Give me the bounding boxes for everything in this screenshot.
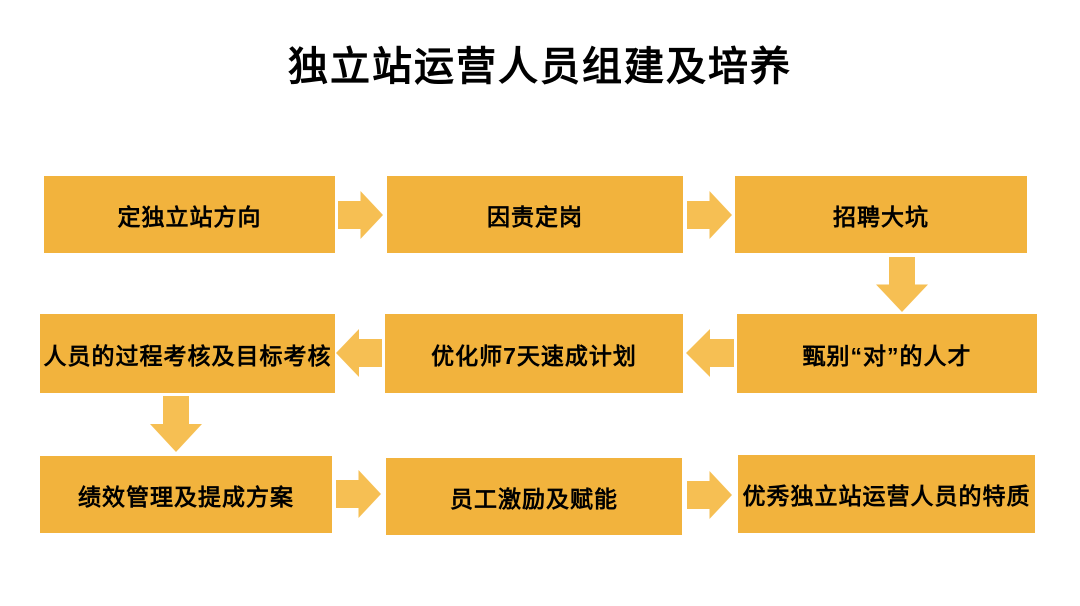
node-label: 员工激励及赋能	[450, 485, 618, 512]
arrow-left-icon	[336, 329, 382, 377]
arrow-left-icon	[686, 329, 734, 377]
node-define-site-direction: 定独立站方向	[44, 176, 335, 253]
node-label: 优秀独立站运营人员的特质	[742, 483, 1031, 509]
arrow-right-icon	[687, 191, 732, 239]
page-title: 独立站运营人员组建及培养	[288, 45, 792, 89]
node-label: 甄别“对”的人才	[802, 342, 972, 369]
arrow-down-icon	[876, 257, 928, 312]
node-performance-and-commission-plan: 绩效管理及提成方案	[40, 456, 332, 533]
arrow-right-icon	[336, 470, 381, 518]
node-top-operator-traits: 优秀独立站运营人员的特质	[738, 455, 1035, 533]
node-define-roles-by-duty: 因责定岗	[387, 176, 683, 253]
node-process-and-goal-assessment: 人员的过程考核及目标考核	[40, 314, 335, 393]
node-label: 优化师7天速成计划	[431, 342, 637, 369]
arrow-right-icon	[338, 191, 383, 239]
node-label: 招聘大坑	[833, 203, 929, 230]
node-label: 定独立站方向	[117, 203, 262, 230]
node-recruiting-pitfalls: 招聘大坑	[735, 176, 1027, 253]
node-optimizer-7day-crash-plan: 优化师7天速成计划	[385, 314, 683, 393]
arrow-right-icon	[687, 471, 732, 519]
node-label: 绩效管理及提成方案	[78, 483, 294, 510]
arrow-down-icon	[150, 396, 202, 452]
node-employee-motivation-empowerment: 员工激励及赋能	[386, 458, 682, 535]
node-label: 因责定岗	[487, 203, 583, 230]
node-label: 人员的过程考核及目标考核	[43, 342, 332, 369]
node-identify-right-talent: 甄别“对”的人才	[737, 314, 1037, 393]
